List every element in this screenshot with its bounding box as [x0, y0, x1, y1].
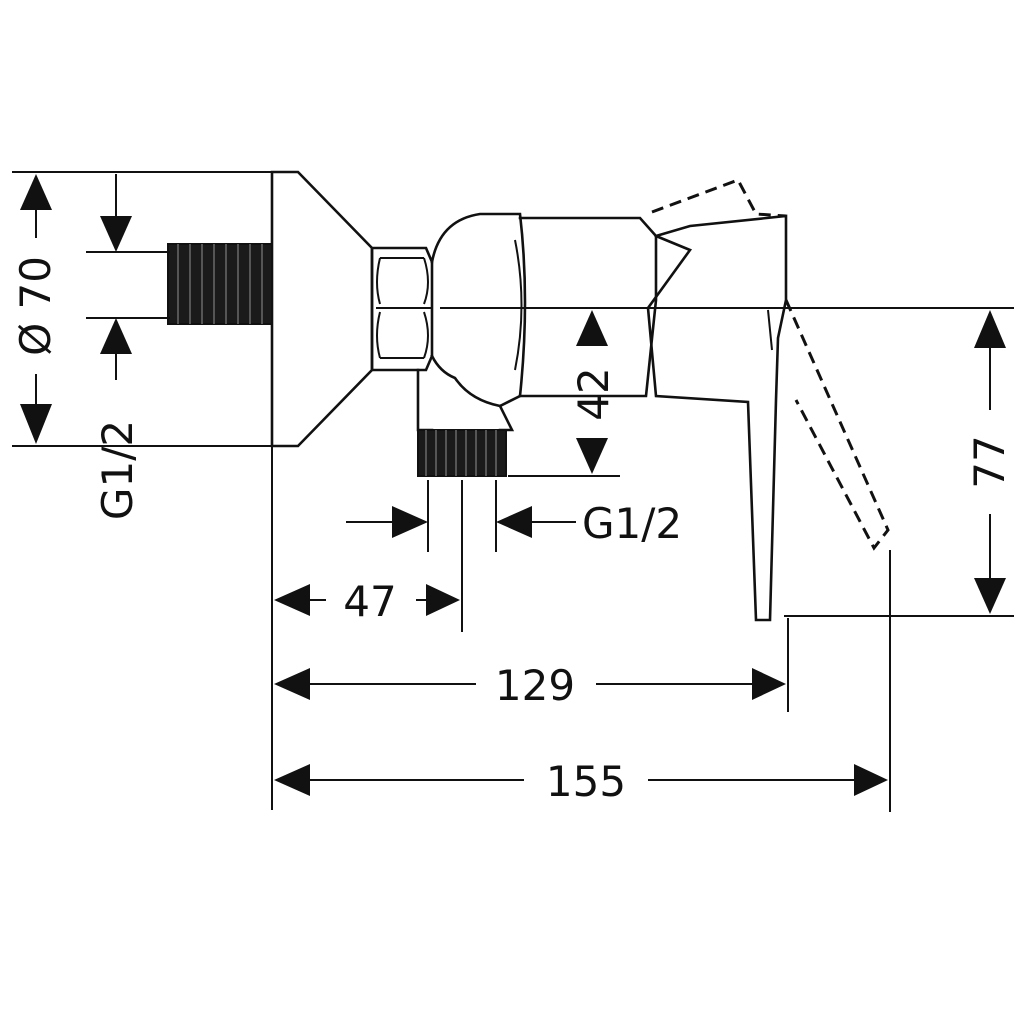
arrow-left-icon	[274, 584, 310, 616]
arrow-up-icon	[576, 310, 608, 346]
lever-alternate-position	[651, 178, 787, 218]
dimension-diameter: Ø 70	[11, 174, 60, 444]
lever-handle	[646, 214, 788, 622]
extension-lines	[12, 171, 1014, 812]
outlet-offset-label: 47	[343, 577, 396, 626]
arrow-left-icon	[274, 668, 310, 700]
dimension-outlet-thread: G1/2	[346, 499, 682, 548]
arrow-right-icon	[392, 506, 428, 538]
dimension-129: 129	[274, 661, 786, 710]
wall-flange	[270, 170, 374, 448]
arrow-down-icon	[576, 438, 608, 474]
arrow-up-icon	[100, 318, 132, 354]
outlet-body	[416, 368, 515, 432]
arrow-up-icon	[974, 310, 1006, 348]
dimension-77: 77	[965, 310, 1014, 614]
arrow-left-icon	[496, 506, 532, 538]
dimension-inlet-thread: G1/2	[93, 174, 142, 520]
depth-to-handle-label: 129	[495, 661, 575, 710]
arrow-right-icon	[752, 668, 786, 700]
arrow-left-icon	[274, 764, 310, 796]
outlet-thread	[417, 429, 507, 477]
arrow-down-icon	[974, 578, 1006, 614]
dimension-47: 47	[274, 577, 460, 626]
arrow-right-icon	[426, 584, 460, 616]
inlet-thread-label: G1/2	[93, 420, 142, 520]
height-label: 77	[965, 435, 1014, 488]
arrow-down-icon	[20, 404, 52, 444]
main-body	[518, 216, 658, 398]
inlet-thread-lines	[177, 244, 263, 324]
coupling	[430, 212, 527, 408]
outlet-thread-label: G1/2	[582, 499, 682, 548]
overall-depth-label: 155	[546, 757, 626, 806]
arrow-down-icon	[100, 216, 132, 252]
inlet-thread	[167, 243, 273, 325]
diameter-label: Ø 70	[11, 256, 60, 356]
mixer-outline	[167, 170, 890, 622]
arrow-up-icon	[20, 174, 52, 210]
dimension-155: 155	[274, 757, 888, 806]
arrow-right-icon	[854, 764, 888, 796]
dimension-42: 42	[569, 310, 618, 474]
outlet-center-label: 42	[569, 367, 618, 420]
